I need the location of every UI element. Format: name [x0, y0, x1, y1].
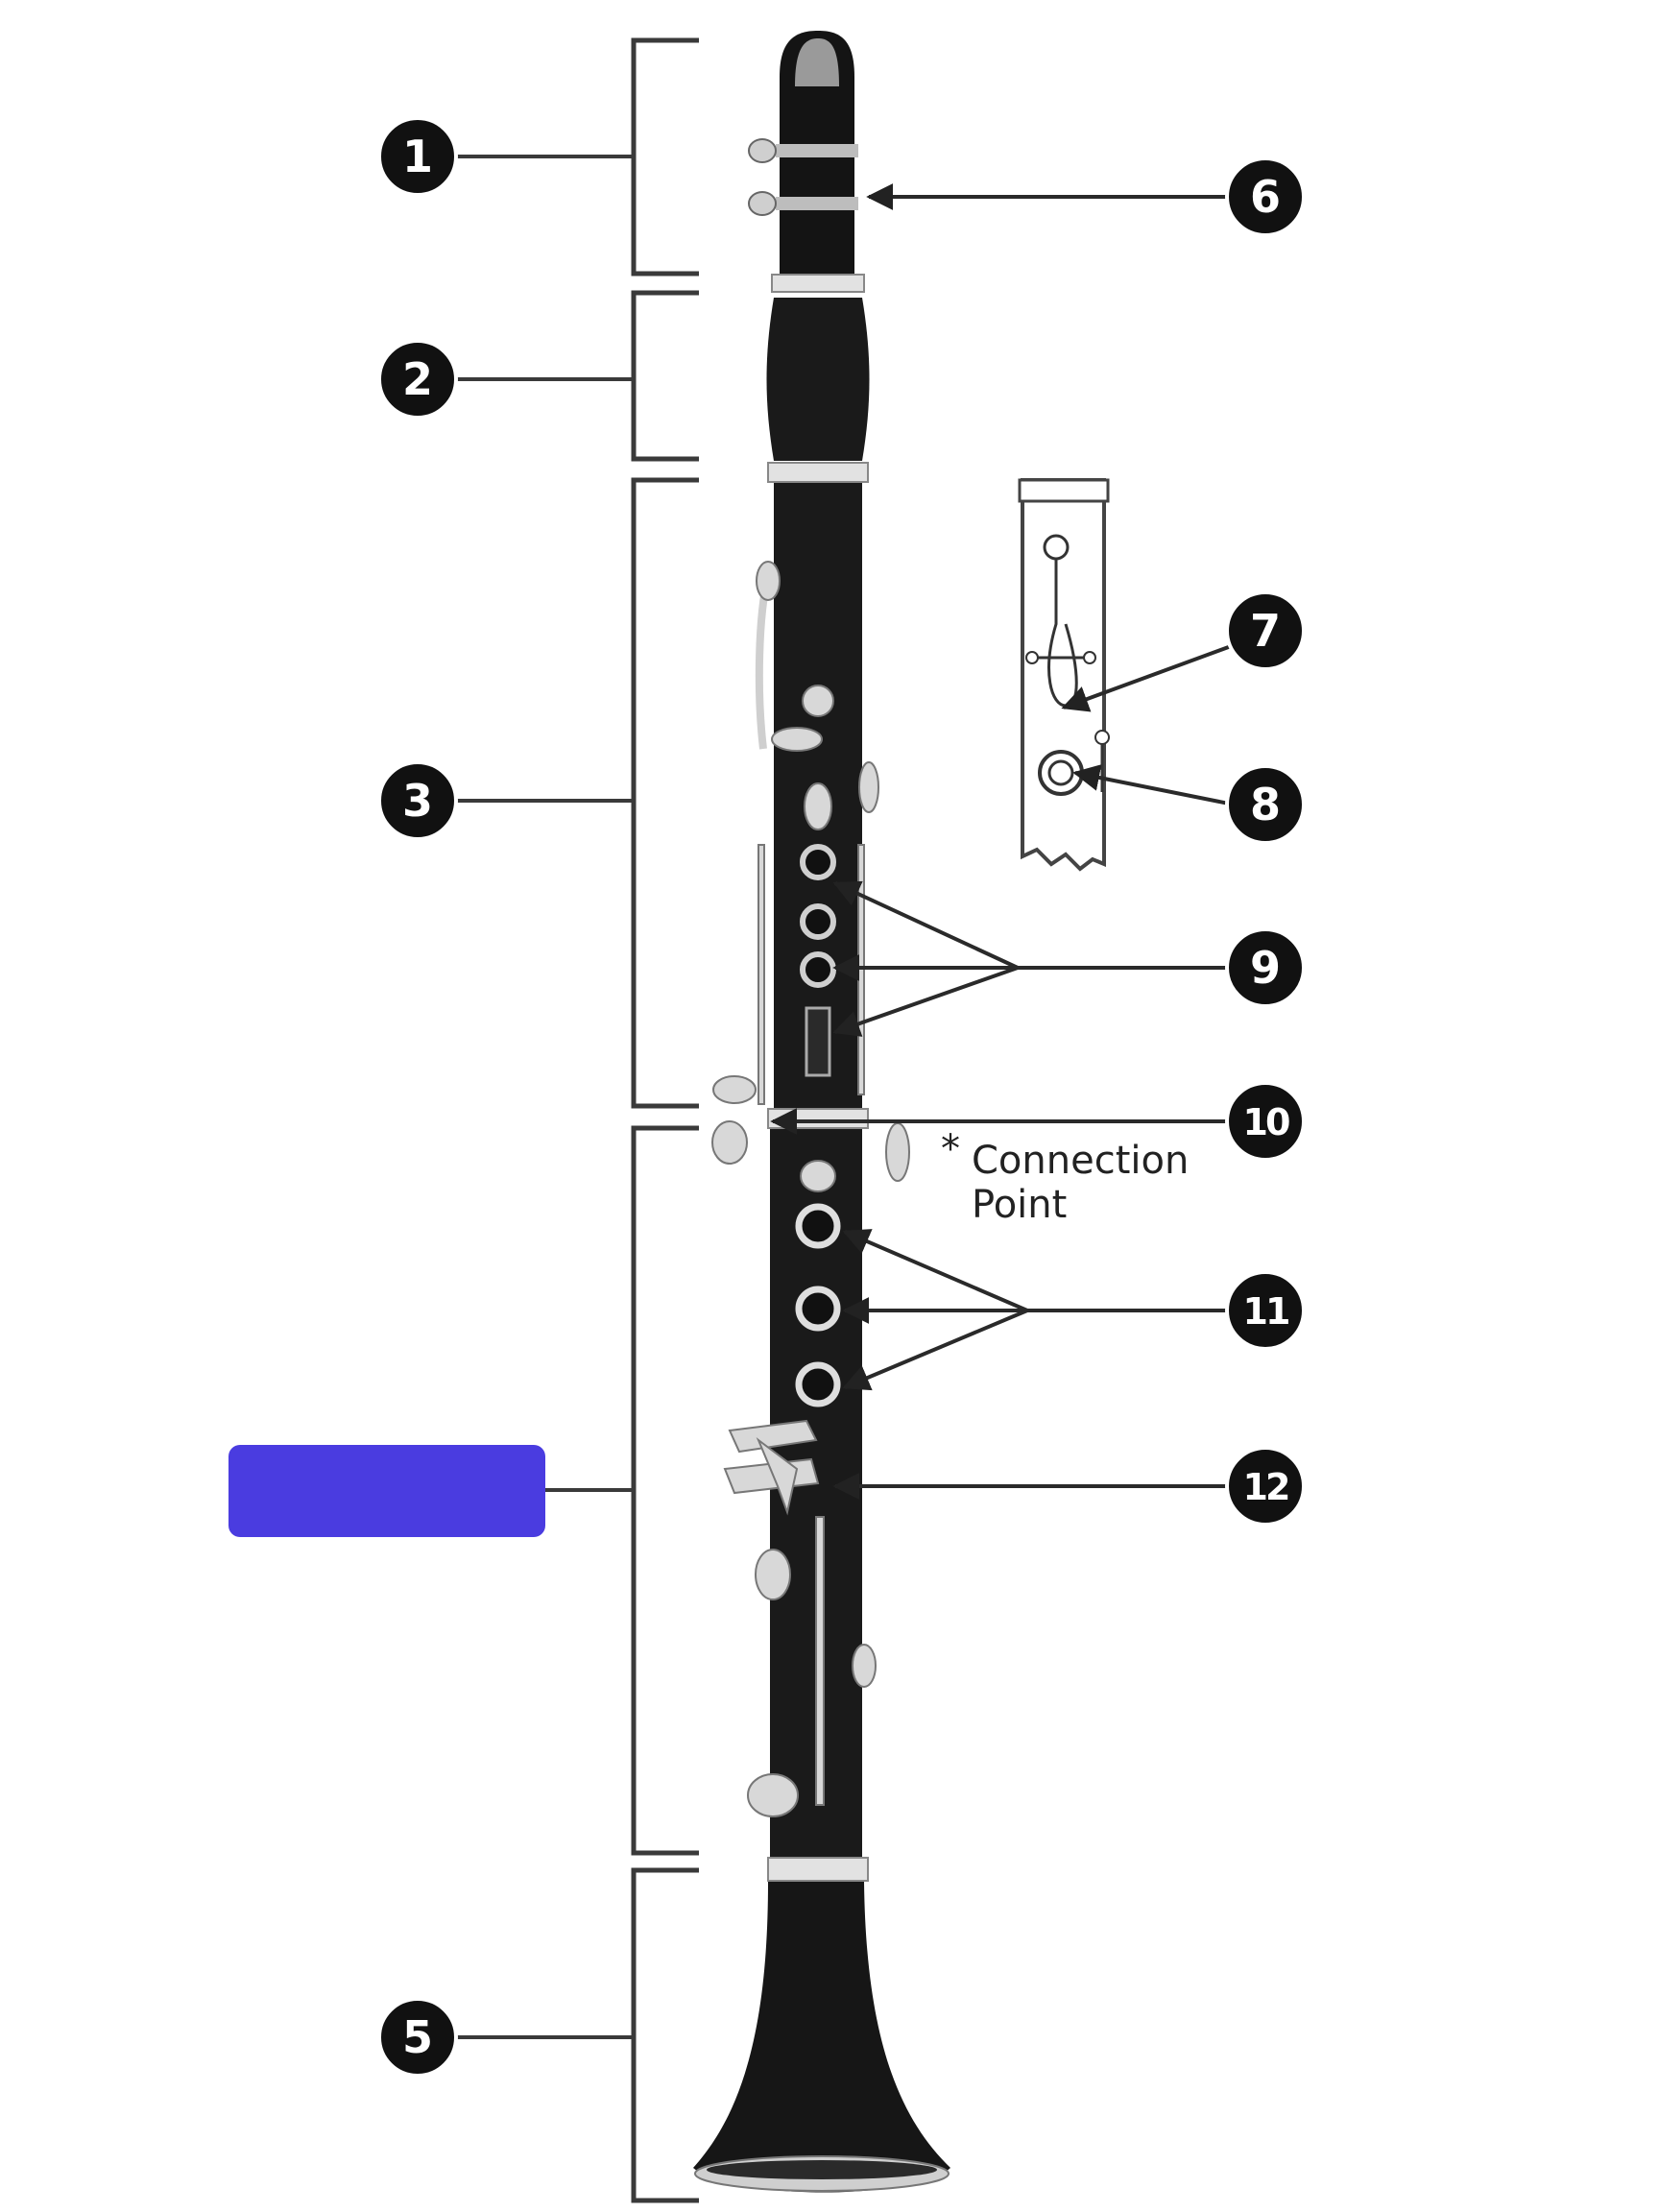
clarinet-barrel — [766, 298, 870, 461]
leader-9-c — [832, 966, 1019, 1037]
callout-8-label: 8 — [1250, 779, 1281, 830]
bracket-mouthpiece — [631, 37, 699, 276]
key-side-upper — [858, 761, 879, 813]
key-throat — [712, 1075, 757, 1104]
callout-badges: 1 2 3 5 6 7 8 9 — [377, 116, 1306, 2078]
callout-7: 7 — [1225, 590, 1306, 671]
callout-7-label: 7 — [1250, 605, 1281, 657]
leader-8 — [1072, 764, 1235, 806]
callout-5-label: 5 — [402, 2011, 433, 2063]
lower-key-rod — [815, 1516, 825, 1806]
callout-12-label: 12 — [1243, 1466, 1288, 1508]
tone-hole-lower-1 — [795, 1203, 841, 1249]
bracket-upper-joint — [631, 477, 699, 1109]
section-brackets — [631, 37, 699, 2203]
callout-5: 5 — [377, 1997, 458, 2078]
left-leader-lines — [451, 155, 634, 2039]
connection-asterisk: * — [941, 1127, 960, 1171]
clarinet-bell — [693, 1882, 950, 2193]
leader-9-a — [832, 880, 1019, 970]
inset-post-left — [1025, 651, 1039, 664]
lower-joint-keys — [723, 1122, 910, 1817]
callout-11: 11 — [1225, 1270, 1306, 1351]
upper-tone-holes — [800, 844, 836, 988]
key-trill — [804, 782, 832, 830]
callout-10: 10 — [1225, 1081, 1306, 1162]
pinky-key-3 — [756, 1437, 799, 1516]
tone-hole-lower-3 — [795, 1361, 841, 1407]
inset-thumb-ring-inner — [1047, 759, 1074, 786]
callout-8: 8 — [1225, 764, 1306, 845]
connection-point-note: * Connection Point — [941, 1127, 1189, 1227]
bell-opening — [707, 2160, 937, 2179]
lower-tone-holes — [795, 1203, 841, 1407]
connection-line-1: Connection — [972, 1139, 1189, 1183]
key-thumb — [756, 561, 781, 601]
inset-detail — [1018, 478, 1110, 872]
ring-upper-lower — [767, 1108, 869, 1129]
callout-3: 3 — [377, 760, 458, 841]
key-gsharp — [771, 727, 823, 752]
key-side-lower — [885, 1122, 910, 1182]
right-leader-lines — [770, 183, 1235, 1500]
ligature-screw-top — [748, 138, 777, 163]
leader-11-a — [842, 1229, 1028, 1312]
leader-7 — [1061, 643, 1235, 712]
inset-post-right — [1083, 651, 1096, 664]
inset-top-band — [1018, 478, 1110, 503]
inset-screw — [1094, 730, 1110, 745]
ring-lower-bell — [767, 1857, 869, 1882]
ring-barrel-upper — [767, 462, 869, 483]
key-lower-top — [800, 1160, 836, 1192]
mouthpiece-reed-tip — [795, 38, 839, 86]
tone-hole-upper-3 — [800, 951, 836, 988]
inset-register-vent — [1043, 534, 1070, 561]
key-throat-2 — [711, 1120, 748, 1165]
bracket-bell — [631, 1867, 699, 2203]
callout-10-label: 10 — [1243, 1101, 1289, 1143]
callout-12: 12 — [1225, 1446, 1306, 1527]
callout-1: 1 — [377, 116, 458, 197]
callout-9-label: 9 — [1250, 942, 1281, 994]
register-key-rod — [755, 575, 772, 750]
key-lower-right — [852, 1644, 877, 1688]
callout-2-label: 2 — [402, 353, 433, 405]
tone-hole-upper-2 — [800, 903, 836, 940]
ligature-band-top — [776, 144, 858, 157]
clarinet-illustration — [693, 31, 950, 2193]
callout-11-label: 11 — [1243, 1290, 1288, 1333]
pinky-key-1 — [728, 1419, 818, 1454]
callout-6-label: 6 — [1250, 171, 1281, 223]
callout-6: 6 — [1225, 156, 1306, 237]
key-lower-thumb — [755, 1549, 791, 1600]
bracket-lower-joint — [631, 1125, 699, 1856]
bracket-barrel — [631, 290, 699, 462]
callout-9: 9 — [1225, 927, 1306, 1008]
ligature-screw-bottom — [748, 191, 777, 216]
leader-11-c — [842, 1309, 1028, 1391]
callout-2: 2 — [377, 339, 458, 420]
callout-1-label: 1 — [402, 131, 433, 182]
upper-joint-keys — [711, 561, 879, 1165]
ring-mouthpiece-barrel — [771, 274, 865, 293]
connection-line-2: Point — [972, 1183, 1067, 1227]
key-bottom — [747, 1773, 799, 1817]
callout-4-mask[interactable] — [228, 1445, 545, 1537]
key-a — [802, 685, 834, 717]
ligature-band-bottom — [776, 197, 858, 210]
tone-hole-upper-1 — [800, 844, 836, 880]
tone-hole-lower-2 — [795, 1286, 841, 1332]
callout-3-label: 3 — [402, 775, 433, 827]
upper-key-rod — [757, 844, 765, 1105]
upper-ring-pads — [805, 1006, 831, 1077]
